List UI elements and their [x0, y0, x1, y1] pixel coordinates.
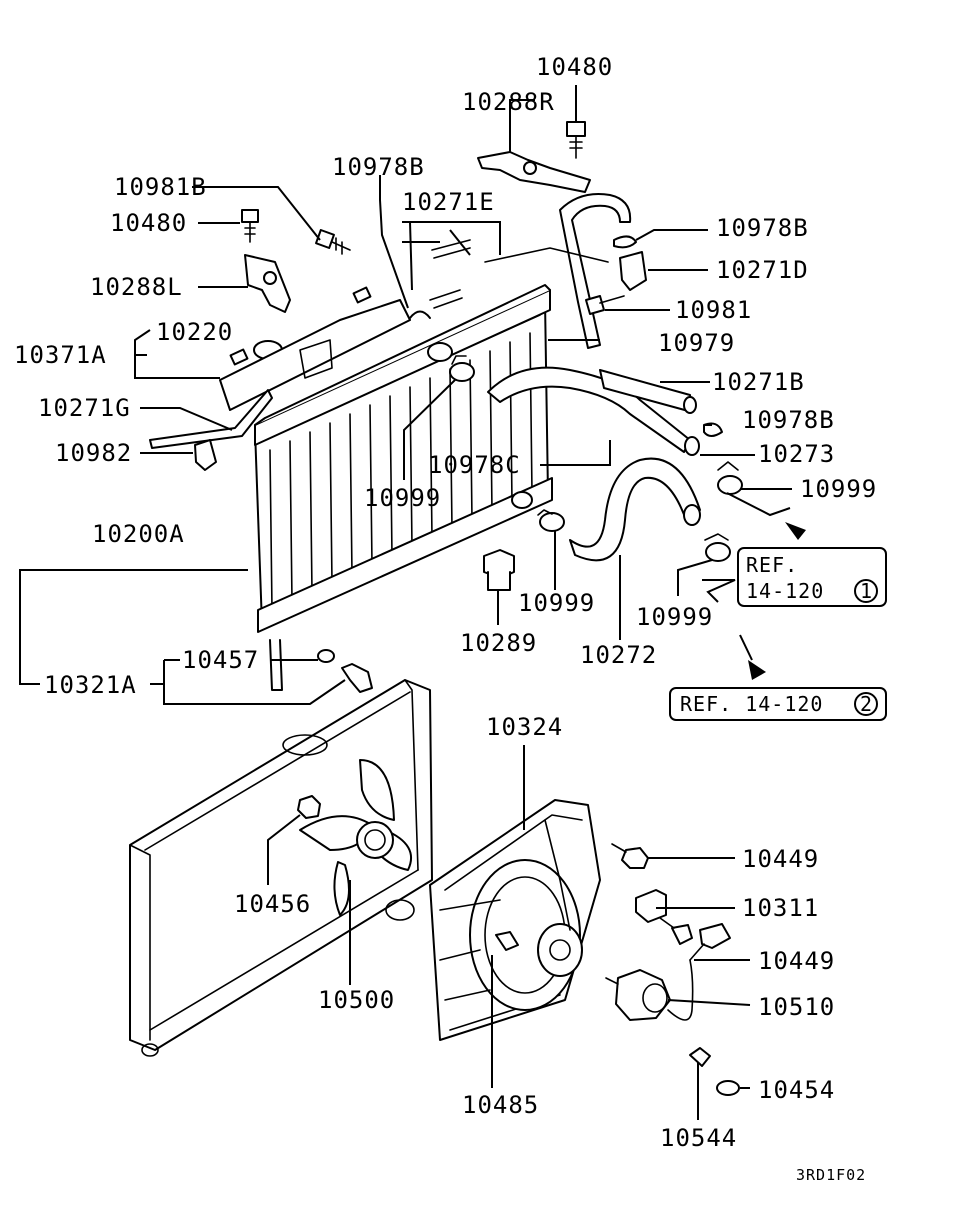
label-10982: 10982	[55, 439, 132, 467]
label-10979: 10979	[658, 329, 735, 357]
ref-box-2-text: REF. 14-120	[680, 692, 823, 716]
label-10220: 10220	[156, 318, 233, 346]
label-10289: 10289	[460, 629, 537, 657]
radiator-assembly	[253, 284, 553, 691]
label-10500: 10500	[318, 986, 395, 1014]
label-10480-left: 10480	[110, 209, 187, 237]
label-10978c: 10978C	[428, 451, 521, 479]
clamps-10999	[449, 355, 743, 562]
label-10272: 10272	[580, 641, 657, 669]
ref-box-1-line1: REF.	[746, 553, 798, 577]
clamp-10982	[194, 439, 217, 471]
label-10456: 10456	[234, 890, 311, 918]
label-10999-c: 10999	[518, 589, 595, 617]
label-10271d: 10271D	[716, 256, 809, 284]
drain-plug	[341, 663, 373, 693]
label-10449-lower: 10449	[758, 947, 835, 975]
label-10485: 10485	[462, 1091, 539, 1119]
diagram-code: 3RD1F02	[796, 1166, 866, 1184]
label-10311: 10311	[742, 894, 819, 922]
ref-arrow-1	[785, 522, 806, 540]
label-10981b: 10981B	[114, 173, 207, 201]
bolt-10485	[495, 931, 519, 951]
label-10981: 10981	[675, 296, 752, 324]
clip-10544	[689, 1047, 711, 1067]
label-10288l: 10288L	[90, 273, 183, 301]
label-10271e: 10271E	[402, 188, 495, 216]
mount-10289	[483, 549, 515, 591]
label-10480-top: 10480	[536, 53, 613, 81]
label-10200a: 10200A	[92, 520, 185, 548]
label-10271g: 10271G	[38, 394, 131, 422]
ref-box-1: REF. 14-120 1	[737, 547, 887, 607]
label-10449-upper: 10449	[742, 845, 819, 873]
bolts-10449	[611, 843, 693, 945]
label-10371a: 10371A	[14, 341, 107, 369]
lower-hose	[569, 457, 701, 562]
fan-10500	[299, 759, 413, 916]
label-10457: 10457	[182, 646, 259, 674]
bolt-10480-top	[566, 121, 586, 159]
label-10321a: 10321A	[44, 671, 137, 699]
ref-box-2-circle: 2	[860, 692, 873, 716]
ref-arrow-2	[748, 660, 766, 680]
ref-box-2: REF. 14-120 2	[669, 687, 887, 721]
label-10288r: 10288R	[462, 88, 555, 116]
label-10999-d: 10999	[636, 603, 713, 631]
label-10999-b: 10999	[800, 475, 877, 503]
label-10510: 10510	[758, 993, 835, 1021]
o-ring-10457	[317, 649, 335, 663]
part-labels: 10480 10288R 10978B 10981B 10271E 10480 …	[14, 53, 877, 1152]
label-10324: 10324	[486, 713, 563, 741]
label-10999-a: 10999	[364, 484, 441, 512]
ref-box-1-circle: 1	[860, 579, 873, 603]
nut-10456	[297, 795, 321, 819]
hose-10271d	[559, 193, 632, 349]
label-10273: 10273	[758, 440, 835, 468]
motor-10510	[605, 959, 694, 1021]
connector-10311	[635, 889, 667, 923]
overflow-hose	[149, 389, 273, 449]
ref-box-1-line2: 14-120	[746, 579, 824, 603]
label-10978b-left: 10978B	[332, 153, 425, 181]
leader-lines	[19, 85, 792, 1120]
clamp-10454	[716, 1080, 740, 1096]
label-10271b: 10271B	[712, 368, 805, 396]
label-10978b-lower: 10978B	[742, 406, 835, 434]
label-10544: 10544	[660, 1124, 737, 1152]
bolt-10981b	[315, 229, 351, 255]
reservoir-tank	[219, 286, 411, 411]
fan-shroud-10324	[429, 799, 601, 1041]
label-10978b-right: 10978B	[716, 214, 809, 242]
radiator-lower-view	[129, 679, 433, 1057]
label-10454: 10454	[758, 1076, 835, 1104]
bolt-10480-left	[241, 209, 259, 243]
